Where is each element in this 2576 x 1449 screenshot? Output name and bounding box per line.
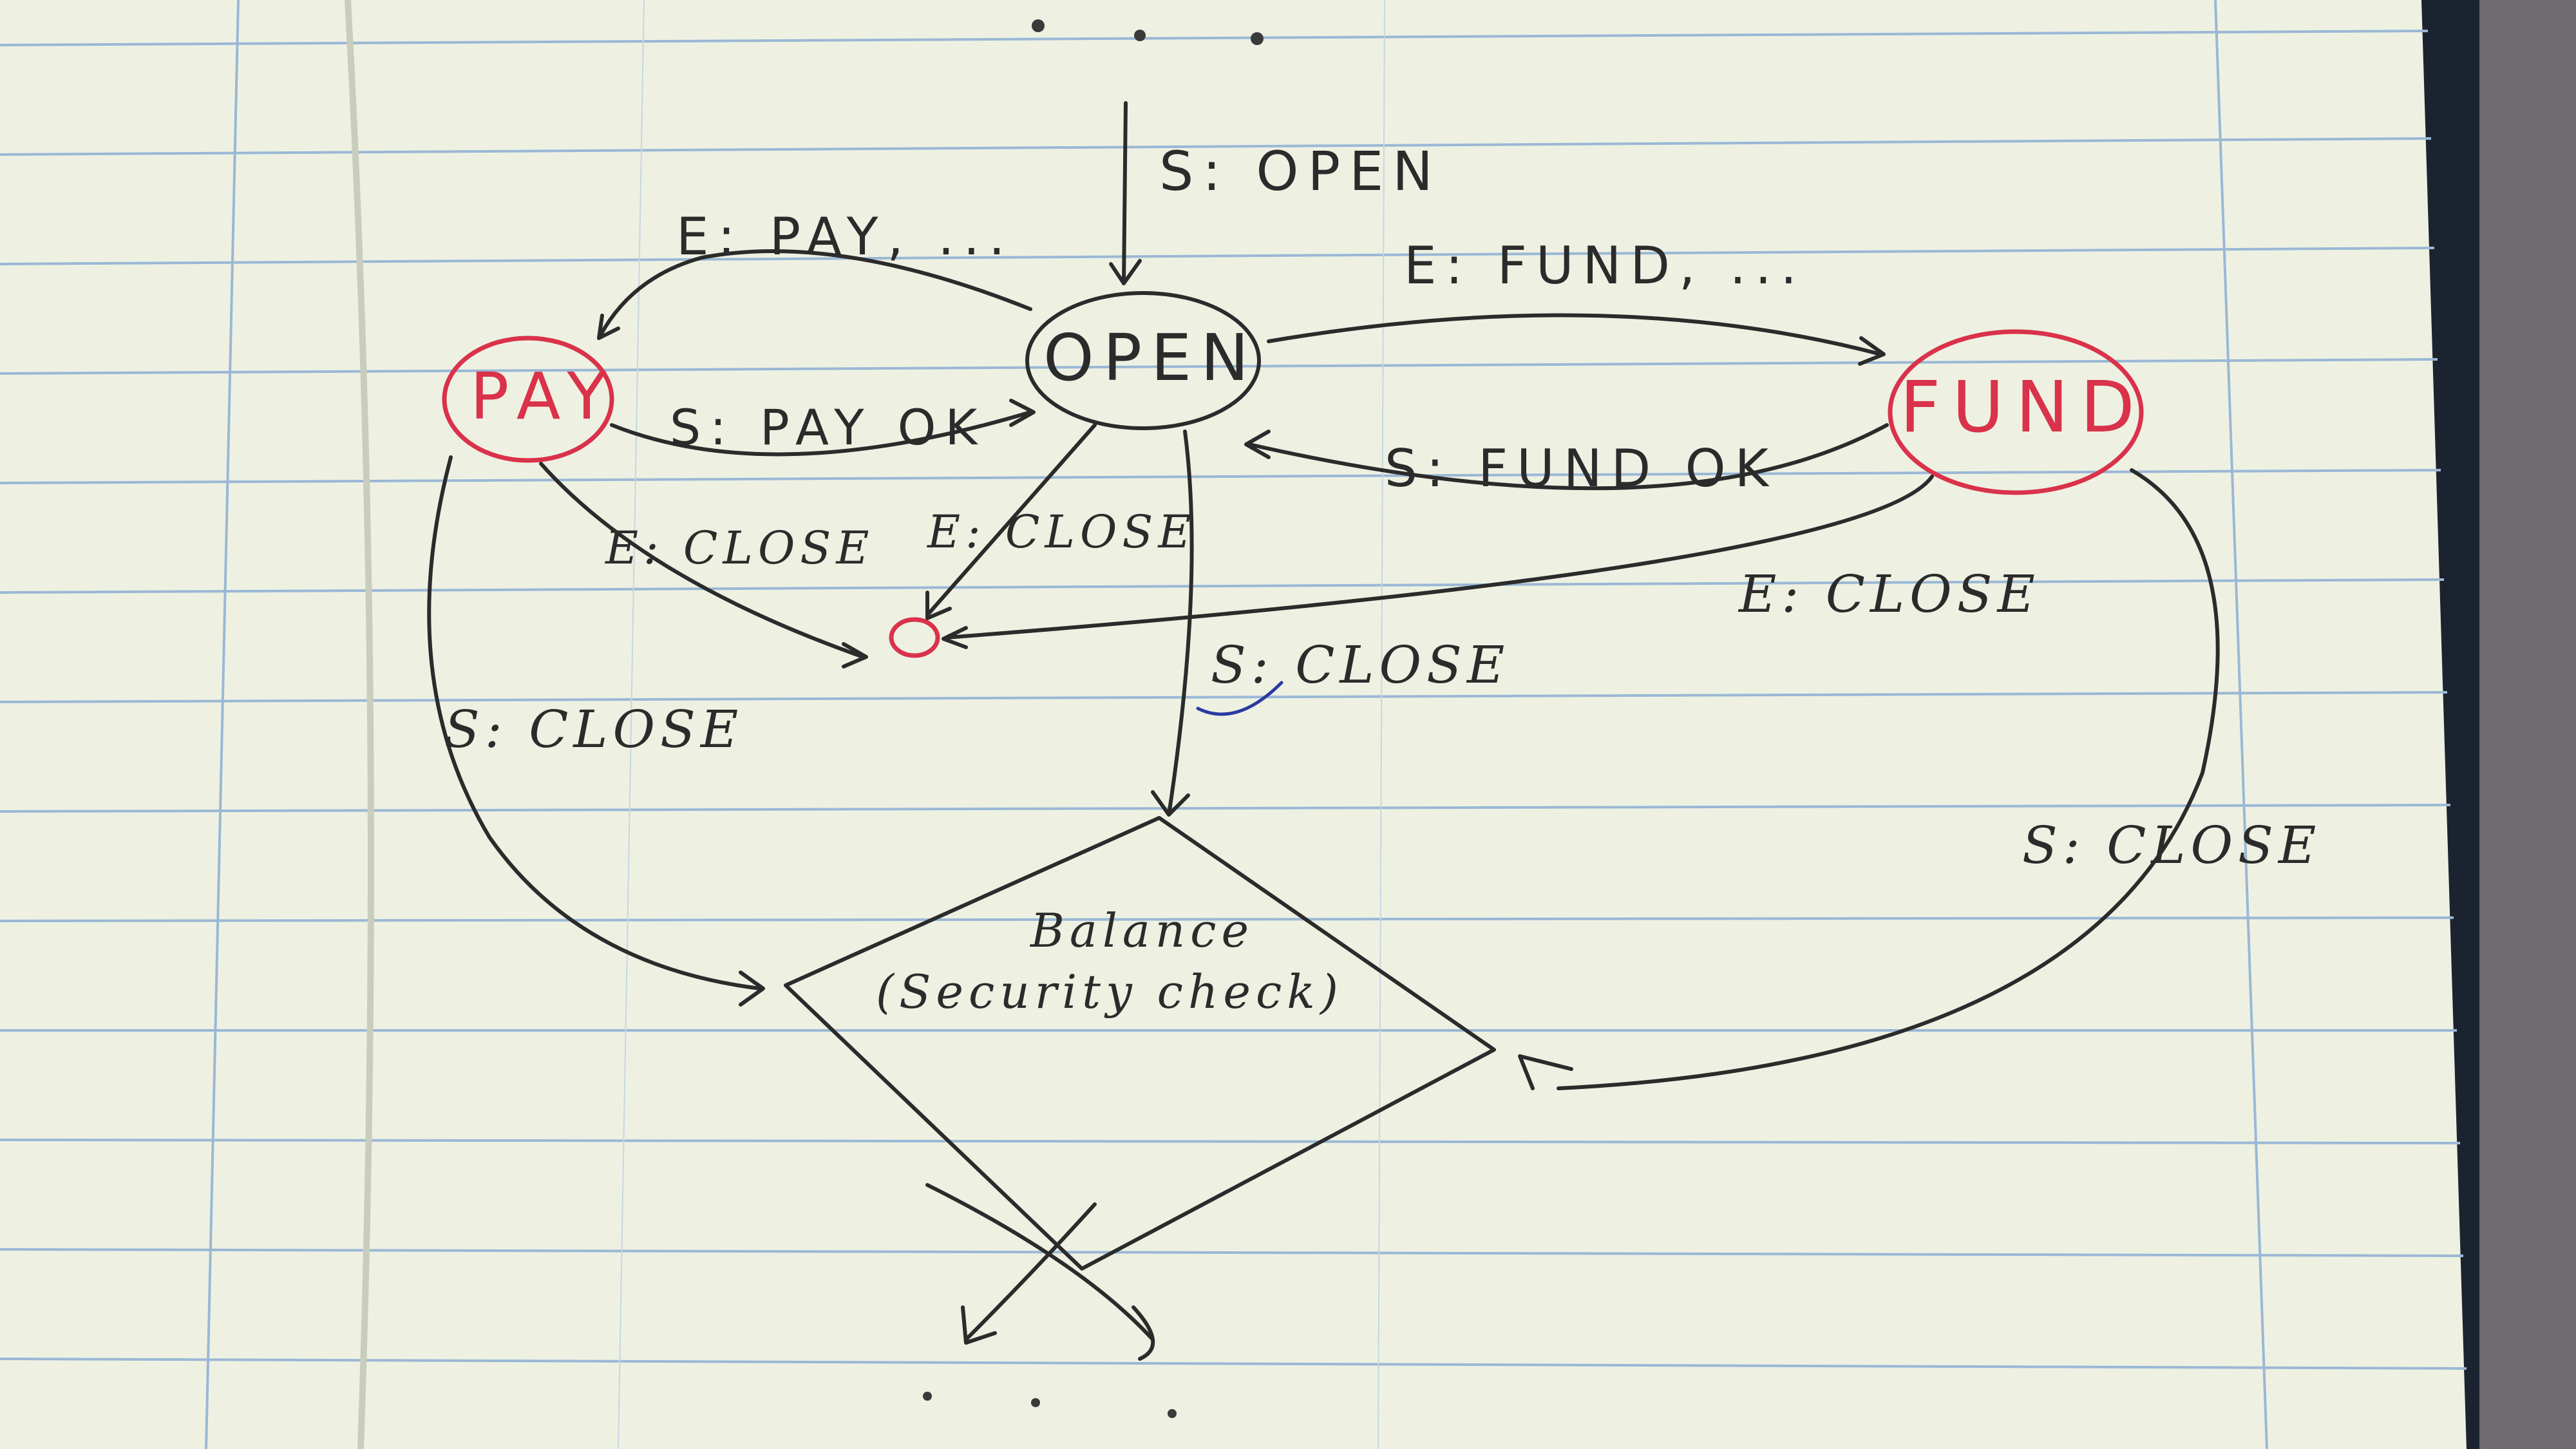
state-pay-label: PAY <box>470 359 618 434</box>
edge-open-to-pay-label: E: PAY, ... <box>676 207 1014 267</box>
edge-open-to-fund-label: E: FUND, ... <box>1404 236 1806 296</box>
edge-pay-close-label: E: CLOSE <box>604 522 874 574</box>
edge-pay-close-arrowhead <box>842 642 868 668</box>
edge-pay-to-balance <box>427 455 762 990</box>
annotation-squiggle <box>1196 681 1283 716</box>
edge-fund-to-open-arrowhead <box>1244 430 1271 459</box>
edge-start-arrowhead <box>1109 259 1142 285</box>
edge-open-to-fund <box>1267 313 1882 356</box>
state-fund-label: FUND <box>1900 366 2146 448</box>
edge-open-to-balance-label: S: CLOSE <box>1211 635 1510 695</box>
edge-open-close-arrowhead <box>925 591 952 620</box>
state-pay-circle <box>442 336 614 463</box>
edge-pay-close <box>539 462 865 659</box>
edge-fund-close-label: E: CLOSE <box>1738 564 2040 624</box>
edge-fund-close <box>945 475 1934 639</box>
edge-open-to-balance <box>1167 430 1194 817</box>
state-open-circle <box>1025 291 1261 430</box>
edge-fund-to-open-label: S: FUND OK <box>1385 439 1777 498</box>
edge-fund-to-balance-label: S: CLOSE <box>2022 815 2321 875</box>
state-open-label: OPEN <box>1043 320 1258 395</box>
edge-open-to-fund-arrowhead <box>1858 336 1886 366</box>
state-balance-diamond <box>784 816 1496 1271</box>
fabric-background <box>2479 0 2576 1449</box>
edge-pay-to-open-arrowhead <box>1009 399 1036 427</box>
edge-open-close <box>925 423 1097 617</box>
edge-fund-to-balance <box>1557 468 2220 1090</box>
edge-balance-exit-right <box>925 1183 1155 1341</box>
hole-dots <box>923 19 1264 1418</box>
state-fund-circle <box>1888 329 2144 495</box>
edge-open-close-label: E: CLOSE <box>926 506 1196 558</box>
edge-open-to-pay <box>597 249 1032 340</box>
edge-start-label: S: OPEN <box>1159 140 1442 203</box>
edge-pay-to-open <box>610 410 1032 457</box>
edge-fund-close-arrowhead <box>942 626 968 649</box>
state-balance-label: Balance <box>1029 904 1254 958</box>
page-fold <box>345 0 374 1449</box>
edge-balance-exit-left <box>964 1202 1097 1341</box>
edge-pay-to-open-label: S: PAY OK <box>670 399 986 456</box>
final-state-circle <box>889 617 940 658</box>
edge-start <box>1122 101 1128 285</box>
edge-pay-to-balance-arrowhead <box>739 971 765 1007</box>
edge-open-to-balance-arrowhead <box>1151 790 1190 817</box>
edge-pay-to-balance-label: S: CLOSE <box>444 699 743 759</box>
ruled-lines <box>0 0 2467 1449</box>
state-balance-sublabel: (Security check) <box>876 965 1343 1019</box>
edge-open-to-pay-arrowhead <box>597 314 620 340</box>
edge-fund-to-balance-arrowhead <box>1518 1054 1573 1090</box>
edge-fund-to-open <box>1247 423 1889 491</box>
edge-balance-exit-right-arrowhead <box>1132 1305 1155 1361</box>
edge-balance-exit-left-arrowhead <box>961 1305 997 1345</box>
